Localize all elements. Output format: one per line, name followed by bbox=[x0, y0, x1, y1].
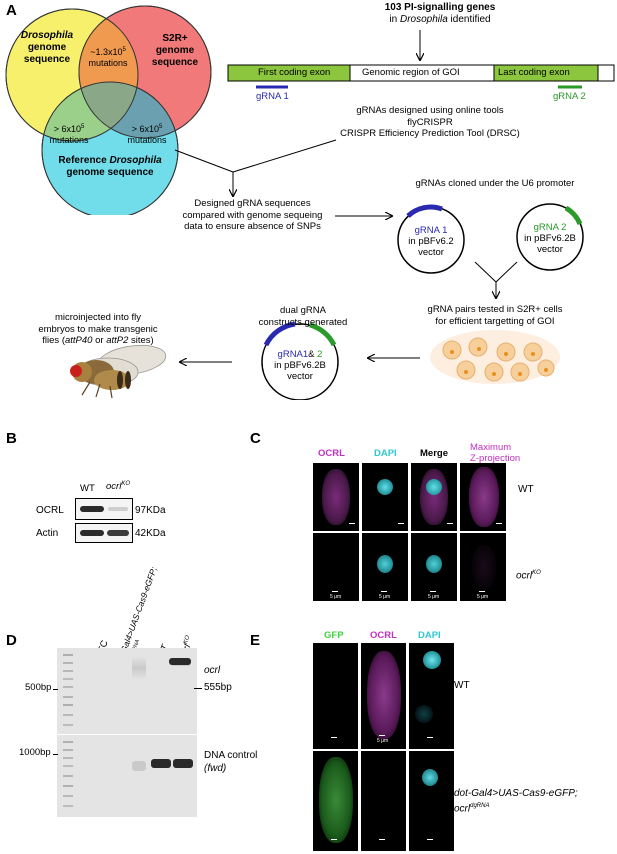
grna1-label: gRNA 1 bbox=[256, 91, 289, 102]
e-gfp-header: GFP bbox=[324, 630, 344, 641]
d-ocrl-label: ocrl bbox=[204, 665, 221, 676]
actin-kda-label: 42KDa bbox=[135, 528, 166, 539]
plasmid-2-circle bbox=[516, 203, 584, 271]
blot-wt-label: WT bbox=[80, 483, 95, 494]
c-dapi-header: DAPI bbox=[374, 448, 397, 459]
c-ocrl-header: OCRL bbox=[318, 448, 345, 459]
d-ocrl-gel bbox=[57, 648, 197, 734]
genomic-region-label: Genomic region of GOI bbox=[362, 67, 460, 78]
venn-diagram bbox=[5, 5, 212, 215]
e-dot-gfp-image bbox=[313, 751, 358, 851]
c-wt-dapi-image bbox=[362, 463, 408, 531]
ocrl-kda-label: 97KDa bbox=[135, 505, 166, 516]
d-dna-control-gel bbox=[57, 735, 197, 817]
c-wt-ocrl-image bbox=[313, 463, 359, 531]
e-dot-dapi-image bbox=[409, 751, 454, 851]
s2r-cells-illustration bbox=[430, 330, 560, 384]
last-coding-exon-label: Last coding exon bbox=[498, 67, 570, 78]
blot-ko-label: ocrlKO bbox=[106, 481, 130, 493]
d-1000bp-label: 1000bp bbox=[19, 747, 51, 758]
blot-actin-label: Actin bbox=[36, 528, 59, 539]
c-merge-header: Merge bbox=[420, 448, 448, 459]
e-dapi-header: DAPI bbox=[418, 630, 441, 641]
e-wt-dapi-image bbox=[409, 643, 454, 749]
d-fwd-label: (fwd) bbox=[204, 763, 227, 774]
d-555bp-label: 555bp bbox=[204, 682, 232, 693]
d-555bp-tick bbox=[194, 688, 202, 689]
d-500bp-tick bbox=[53, 689, 58, 690]
panel-a-letter: A bbox=[6, 2, 17, 19]
c-ko-merge-image: 5 μm bbox=[411, 533, 457, 601]
d-dna-control-label: DNA control bbox=[204, 750, 258, 761]
e-ocrl-header: OCRL bbox=[370, 630, 397, 641]
d-500bp-label: 500bp bbox=[25, 682, 52, 693]
panel-c-letter: C bbox=[250, 430, 261, 447]
d-1000bp-tick bbox=[53, 754, 58, 755]
e-wt-ocrl-image: 5 μm bbox=[361, 643, 406, 749]
panel-d-letter: D bbox=[6, 632, 17, 649]
c-wt-max-image bbox=[460, 463, 506, 531]
e-wt-gfp-image bbox=[313, 643, 358, 749]
panel-b-letter: B bbox=[6, 430, 17, 447]
panel-e-letter: E bbox=[250, 632, 261, 649]
e-dot-label: dot-Gal4>UAS-Cas9-eGFP;ocrldgRNA bbox=[454, 788, 578, 815]
ocrl-blot bbox=[75, 498, 133, 520]
plasmid-3-circle bbox=[261, 323, 339, 400]
c-ko-dapi-image: 5 μm bbox=[362, 533, 408, 601]
grna2-label: gRNA 2 bbox=[553, 91, 586, 102]
c-ko-label: ocrlKO bbox=[516, 570, 541, 582]
first-coding-exon-label: First coding exon bbox=[258, 67, 331, 78]
c-wt-merge-image bbox=[411, 463, 457, 531]
c-ko-ocrl-image: 5 μm bbox=[313, 533, 359, 601]
e-wt-label: WT bbox=[454, 680, 470, 691]
c-wt-label: WT bbox=[518, 484, 534, 495]
actin-blot bbox=[75, 523, 133, 543]
fly-illustration bbox=[70, 344, 167, 399]
e-dot-ocrl-image bbox=[361, 751, 406, 851]
c-ko-max-image: 5 μm bbox=[460, 533, 506, 601]
panel-a-arrows bbox=[70, 30, 615, 400]
cloned-text: gRNAs cloned under the U6 promoter bbox=[415, 178, 575, 189]
blot-ocrl-label: OCRL bbox=[36, 505, 64, 516]
